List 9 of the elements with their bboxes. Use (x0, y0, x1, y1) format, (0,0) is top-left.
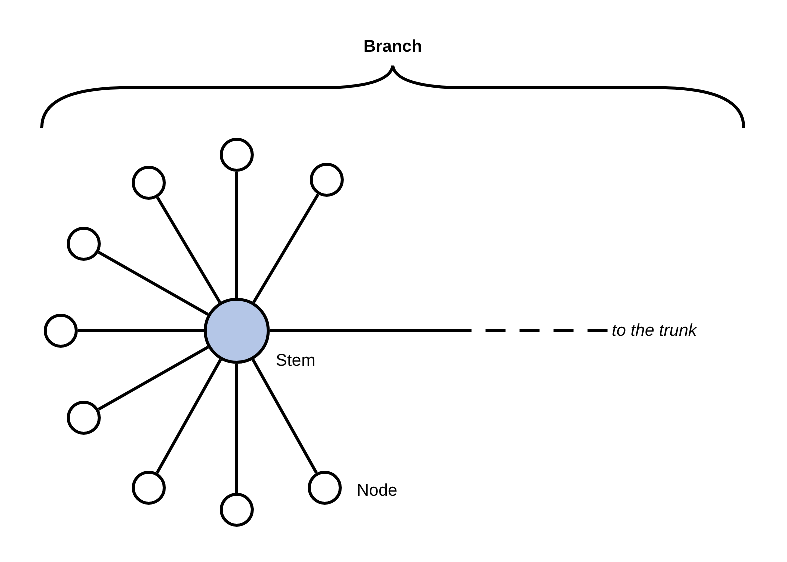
connector-line (236, 172, 238, 298)
node-caption: Stem (276, 350, 316, 372)
connector-line (78, 330, 204, 332)
connector-line (252, 359, 318, 474)
connector-line (156, 359, 222, 474)
branch-heading: Branch (362, 36, 424, 58)
connector-line (236, 364, 238, 493)
trunk-label: to the trunk (612, 320, 698, 342)
node-caption: Node (357, 480, 398, 502)
